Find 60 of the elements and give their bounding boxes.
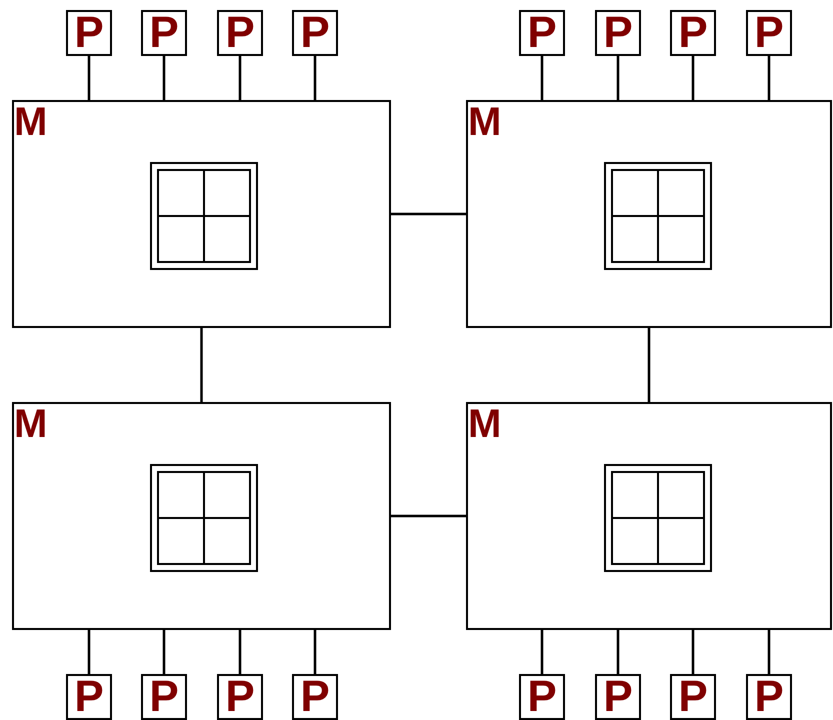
processor-box: [141, 674, 187, 720]
processor-label: P: [74, 677, 104, 717]
processor-box: [141, 10, 187, 56]
connector-line: [692, 630, 694, 674]
processor-label: P: [678, 13, 708, 53]
connector-line: [314, 56, 316, 100]
processor-box: [292, 674, 338, 720]
connector-line: [238, 630, 242, 674]
memory-label: M: [468, 404, 502, 444]
processor-box: [292, 10, 338, 56]
processor-box: [595, 674, 641, 720]
memory-box: [12, 402, 391, 630]
connector-line: [391, 212, 466, 216]
processor-label: P: [527, 677, 557, 717]
connector-line: [162, 56, 166, 100]
processor-box: [670, 674, 716, 720]
connector-line: [200, 328, 203, 402]
connector-line: [162, 630, 166, 674]
processor-box: [746, 674, 792, 720]
processor-label: P: [754, 677, 784, 717]
connector-line: [540, 56, 544, 100]
connector-line: [88, 630, 90, 674]
connector-line: [540, 630, 544, 674]
connector-line: [616, 56, 620, 100]
memory-box: [466, 402, 832, 630]
processor-label: P: [149, 677, 179, 717]
processor-label: P: [603, 677, 633, 717]
processor-box: [66, 10, 112, 56]
connector-line: [616, 630, 620, 674]
processor-label: P: [149, 13, 179, 53]
processor-box: [217, 674, 263, 720]
connector-line: [692, 56, 694, 100]
processor-box: [746, 10, 792, 56]
processor-label: P: [300, 677, 330, 717]
processor-label: P: [678, 677, 708, 717]
processor-label: P: [754, 13, 784, 53]
memory-label: M: [468, 102, 502, 142]
processor-box: [217, 10, 263, 56]
processor-label: P: [527, 13, 557, 53]
processor-label: P: [225, 677, 255, 717]
memory-label: M: [14, 404, 48, 444]
connector-line: [768, 56, 770, 100]
processor-label: P: [225, 13, 255, 53]
processor-box: [670, 10, 716, 56]
connector-line: [88, 56, 90, 100]
connector-line: [391, 514, 466, 518]
processor-box: [519, 674, 565, 720]
connector-line: [768, 630, 770, 674]
processor-box: [66, 674, 112, 720]
memory-box: [12, 100, 391, 328]
connector-line: [314, 630, 316, 674]
processor-box: [595, 10, 641, 56]
connector-line: [648, 328, 650, 402]
processor-label: P: [603, 13, 633, 53]
processor-box: [519, 10, 565, 56]
processor-label: P: [74, 13, 104, 53]
processor-label: P: [300, 13, 330, 53]
connector-line: [238, 56, 242, 100]
memory-label: M: [14, 102, 48, 142]
memory-box: [466, 100, 832, 328]
